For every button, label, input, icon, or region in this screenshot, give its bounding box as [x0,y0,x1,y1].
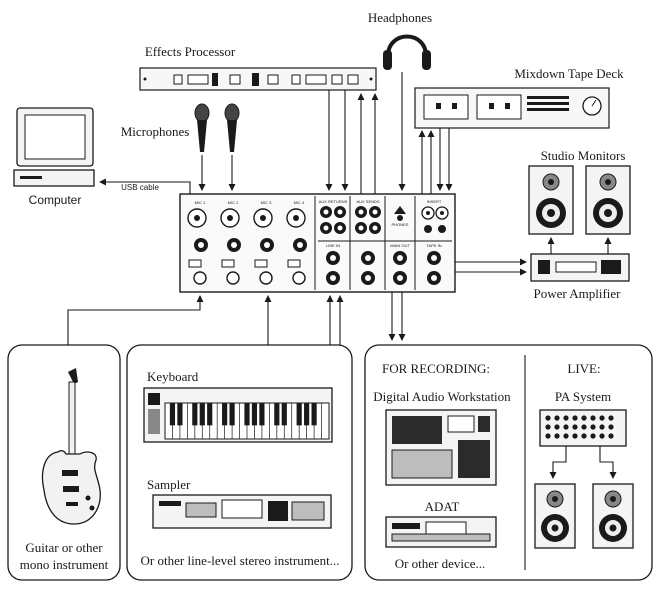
guitar-caption-line2: mono instrument [20,557,109,572]
pa-mixer-icon [539,409,627,447]
guitar-panel [7,344,121,581]
mixer-io-section: AUX RETURNS AUX SENDS PHONES INSERT LINE… [319,199,449,285]
daw-label: Digital Audio Workstation [373,389,511,404]
microphones-label: Microphones [121,124,190,139]
line-level-caption: Or other line-level stereo instrument... [141,553,340,568]
mixer-console [179,193,456,293]
keyboard-label: Keyboard [147,369,199,384]
mixer-channel-strip: MIC 3 [253,200,274,285]
section-label: TAPE IN [426,243,441,248]
computer-icon [13,107,95,187]
daw-icon [385,409,497,486]
mixer-channel-strip: MIC 4 [286,200,307,285]
channel-label: MIC 1 [195,200,206,205]
section-label: PHONES [392,222,409,227]
power-amplifier-label: Power Amplifier [533,286,621,301]
mixdown-tape-deck-label: Mixdown Tape Deck [514,66,624,81]
for-recording-label: FOR RECORDING: [382,361,490,376]
power-amplifier-unit [530,253,630,282]
studio-monitor-icon [528,165,574,235]
pa-connection-lines [549,446,617,479]
section-label: AUX SENDS [356,199,379,204]
tape-deck-unit [414,87,610,129]
microphone-icon [194,103,210,152]
section-label: LINE IN [326,243,340,248]
effects-processor-unit [139,67,377,91]
effects-processor-label: Effects Processor [145,44,236,59]
sampler-icon [152,494,332,529]
output-panel [364,344,653,581]
other-device-caption: Or other device... [395,556,486,571]
pa-speaker-icon [534,483,576,549]
mixer-channel-strip: MIC 2 [220,200,241,285]
headphones-label: Headphones [368,10,432,25]
section-label: INSERT [427,199,442,204]
keyboard-icon [143,387,333,443]
adat-label: ADAT [425,499,460,514]
studio-monitor-icon [585,165,631,235]
section-label: AUX RETURNS [319,199,348,204]
channel-label: MIC 3 [261,200,272,205]
adat-icon [385,516,497,548]
headphones-icon [383,34,431,70]
sampler-label: Sampler [147,477,191,492]
usb-cable-label: USB cable [121,183,159,192]
guitar-icon [41,368,101,525]
instrument-panel [126,344,353,581]
channel-label: MIC 2 [228,200,239,205]
studio-monitors-label: Studio Monitors [541,148,626,163]
computer-label: Computer [29,193,82,207]
section-label: MAIN OUT [390,243,410,248]
pa-speaker-icon [592,483,634,549]
connection-lines [67,72,612,345]
microphone-icon [224,103,240,152]
live-label: LIVE: [567,361,600,376]
mixer-channel-strip: MIC 1 [187,200,208,285]
guitar-caption-line1: Guitar or other [25,540,103,555]
pa-system-label: PA System [555,389,611,404]
channel-label: MIC 4 [294,200,305,205]
